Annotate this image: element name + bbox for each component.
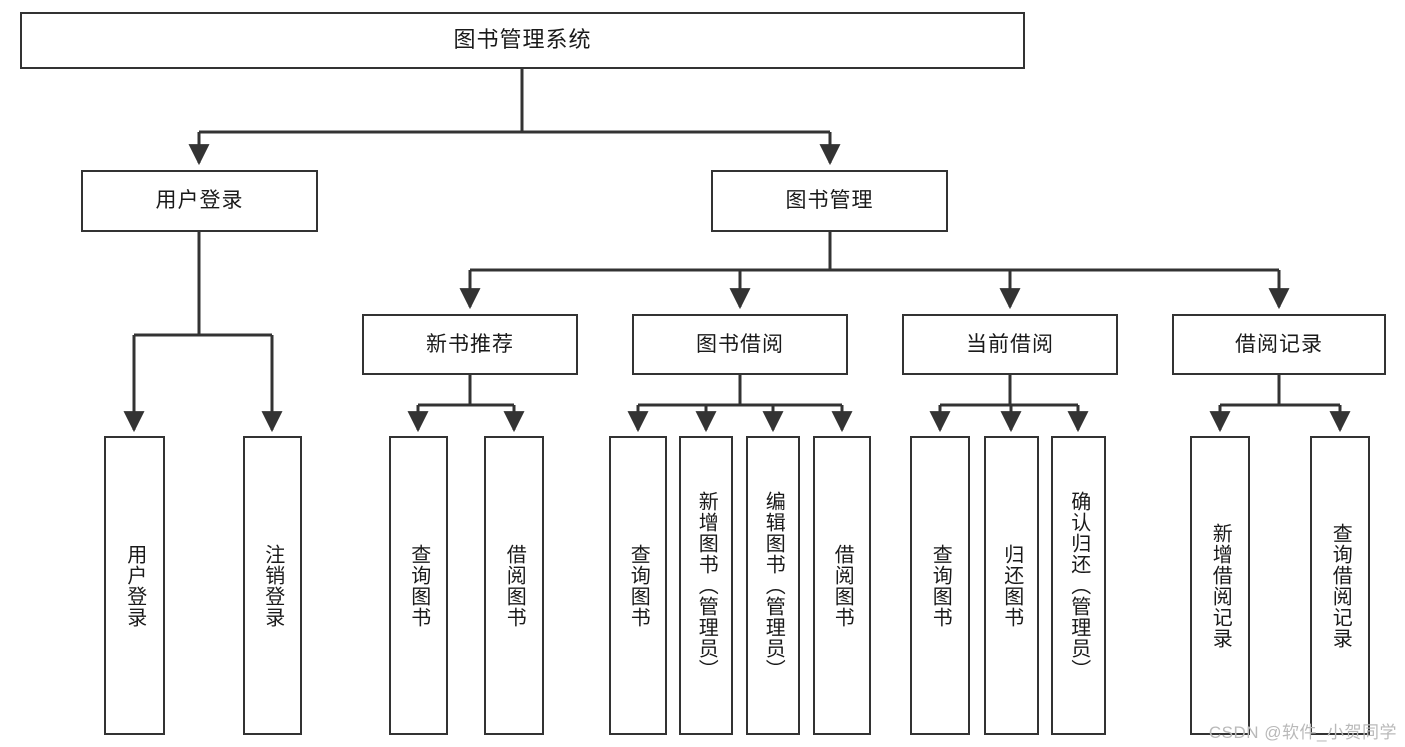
node-new-book-recommend[interactable]: 新书推荐 [362,314,578,375]
leaf-user-login[interactable]: 用户登录 [104,436,165,735]
leaf-edit-book-label: 编辑图书（管理员） [762,491,785,680]
leaf-return-book-label: 归还图书 [1000,543,1023,628]
node-book-manage[interactable]: 图书管理 [711,170,948,232]
leaf-return-book[interactable]: 归还图书 [984,436,1039,735]
leaf-query-book-rec[interactable]: 查询图书 [389,436,448,735]
leaf-query-book-current-label: 查询图书 [929,543,952,628]
leaf-confirm-return[interactable]: 确认归还（管理员） [1051,436,1106,735]
leaf-borrow-book-label: 借阅图书 [831,543,854,628]
leaf-add-book-label: 新增图书（管理员） [695,491,718,680]
leaf-query-book-borrow[interactable]: 查询图书 [609,436,667,735]
leaf-add-record[interactable]: 新增借阅记录 [1190,436,1250,735]
node-borrow-record-label: 借阅记录 [1235,332,1323,356]
node-new-book-recommend-label: 新书推荐 [426,332,514,356]
leaf-confirm-return-label: 确认归还（管理员） [1067,491,1090,680]
leaf-query-book-borrow-label: 查询图书 [627,543,650,628]
node-user-login[interactable]: 用户登录 [81,170,318,232]
leaf-query-record-label: 查询借阅记录 [1329,522,1352,649]
leaf-query-book-rec-label: 查询图书 [407,543,430,628]
leaf-add-record-label: 新增借阅记录 [1209,522,1232,649]
leaf-add-book[interactable]: 新增图书（管理员） [679,436,733,735]
node-current-borrow-label: 当前借阅 [966,332,1054,356]
node-user-login-label: 用户登录 [155,189,244,213]
node-borrow-record[interactable]: 借阅记录 [1172,314,1386,375]
node-book-borrow-label: 图书借阅 [696,332,784,356]
node-book-manage-label: 图书管理 [785,189,874,213]
leaf-edit-book[interactable]: 编辑图书（管理员） [746,436,800,735]
watermark: CSDN @软件_小贺同学 [1208,723,1397,742]
node-root-label: 图书管理系统 [453,27,592,53]
node-root[interactable]: 图书管理系统 [20,12,1025,69]
leaf-user-login-label: 用户登录 [123,543,146,628]
leaf-query-record[interactable]: 查询借阅记录 [1310,436,1370,735]
leaf-query-book-current[interactable]: 查询图书 [910,436,970,735]
leaf-logout-label: 注销登录 [261,543,284,628]
leaf-borrow-book[interactable]: 借阅图书 [813,436,871,735]
node-book-borrow[interactable]: 图书借阅 [632,314,848,375]
node-current-borrow[interactable]: 当前借阅 [902,314,1118,375]
leaf-borrow-book-rec[interactable]: 借阅图书 [484,436,544,735]
leaf-logout[interactable]: 注销登录 [243,436,302,735]
leaf-borrow-book-rec-label: 借阅图书 [503,543,526,628]
